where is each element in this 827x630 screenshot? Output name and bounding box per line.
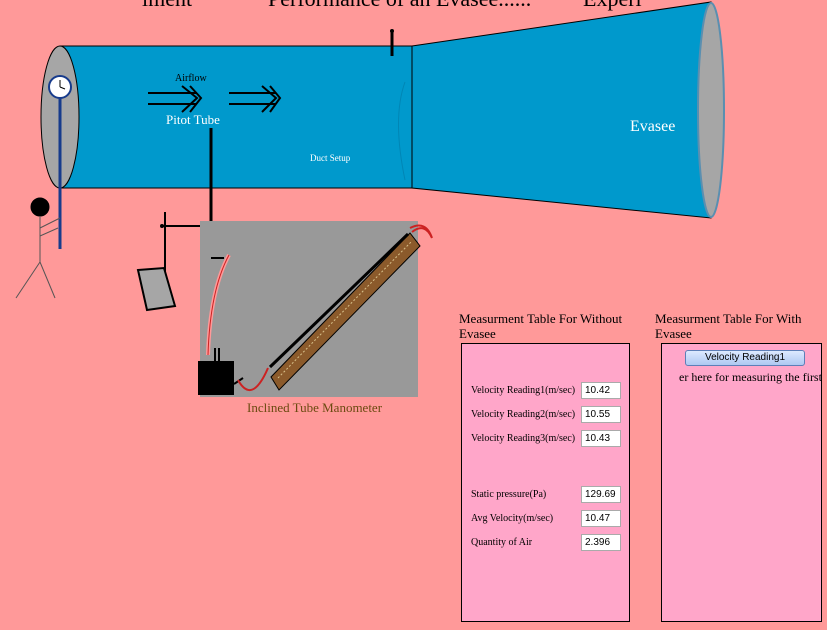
- without-evasee-heading: Measurment Table For Without Evasee: [459, 311, 623, 341]
- page-title: Performance of an Evasee......: [268, 0, 531, 12]
- velocity1-field[interactable]: 10.42: [581, 382, 621, 399]
- manometer-reservoir: [198, 361, 234, 395]
- evasee-label: Evasee: [630, 118, 675, 135]
- evasee-cone: [411, 1, 712, 219]
- duct-label: Duct Setup: [310, 153, 351, 163]
- with-evasee-panel: Velocity Reading1 er here for measuring …: [661, 343, 822, 622]
- stand-base: [136, 266, 177, 312]
- manometer-panel: [200, 221, 418, 397]
- row-label-velocity3: Velocity Reading3(m/sec): [471, 433, 576, 444]
- ruler-scale-icon: [270, 232, 421, 391]
- instruction-text: er here for measuring the first: [679, 370, 822, 384]
- operator-figure-icon: [15, 197, 61, 299]
- manometer-label: Inclined Tube Manometer: [247, 400, 383, 415]
- velocity-reading1-button[interactable]: Velocity Reading1: [685, 350, 805, 366]
- duct-body: [59, 45, 413, 189]
- row-label-avg-velocity: Avg Velocity(m/sec): [471, 513, 554, 524]
- pitot-label: Pitot Tube: [166, 112, 220, 127]
- with-evasee-heading: Measurment Table For With Evasee: [655, 311, 802, 341]
- quantity-air-field[interactable]: 2.396: [581, 534, 621, 551]
- pressure-gauge-icon: [48, 75, 72, 99]
- title-fragment-left: iment: [142, 0, 192, 12]
- row-label-quantity-air: Quantity of Air: [471, 537, 533, 548]
- airflow-arrow-icon: [148, 85, 282, 113]
- avg-velocity-field[interactable]: 10.47: [581, 510, 621, 527]
- manometer-tubing: [237, 367, 269, 392]
- title-fragment-right: Experi: [583, 0, 642, 12]
- evasee-joint: [398, 81, 406, 181]
- row-label-velocity2: Velocity Reading2(m/sec): [471, 409, 576, 420]
- static-pressure-field[interactable]: 129.69: [581, 486, 621, 503]
- velocity2-field[interactable]: 10.55: [581, 406, 621, 423]
- evasee-outlet-opening: [697, 2, 725, 218]
- airflow-label: Airflow: [175, 73, 207, 84]
- row-label-static-pressure: Static pressure(Pa): [471, 489, 547, 500]
- row-label-velocity1: Velocity Reading1(m/sec): [471, 385, 576, 396]
- inclined-tube: [268, 232, 410, 369]
- velocity3-field[interactable]: 10.43: [581, 430, 621, 447]
- without-evasee-panel: Velocity Reading1(m/sec) 10.42 Velocity …: [461, 343, 630, 622]
